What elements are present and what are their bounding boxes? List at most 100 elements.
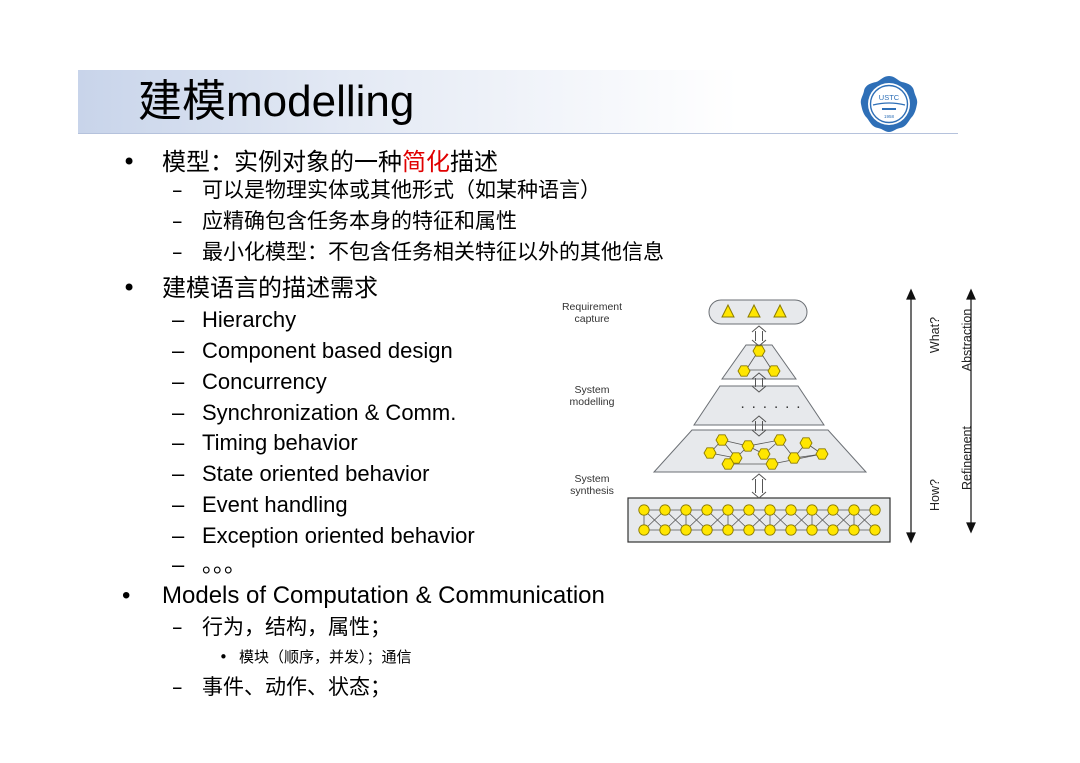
bullet-3: • Models of Computation & Communication [122, 581, 605, 611]
synthesis-node [743, 524, 755, 536]
dash-marker: – [172, 461, 185, 486]
synthesis-node [764, 524, 776, 536]
sub-item-text: Component based design [202, 338, 453, 363]
dash-marker: – [172, 209, 183, 233]
bullet-marker: • [219, 648, 228, 666]
synthesis-node [659, 504, 671, 516]
sub-item-text: 事件、动作、状态； [202, 675, 391, 699]
node [757, 448, 771, 460]
node [799, 437, 813, 449]
bullet-1-text-start: 模型：实例对象的一种 [162, 148, 402, 176]
sub-item: –Synchronization & Comm. [172, 399, 456, 427]
sub-item: –Component based design [172, 337, 453, 365]
node [741, 440, 755, 452]
node [787, 452, 801, 464]
sub-item: –State oriented behavior [172, 460, 430, 488]
synthesis-node [680, 524, 692, 536]
logo-ustc-text: USTC [879, 93, 900, 102]
sub-sub-item-text: 模块（顺序，并发）；通信 [239, 648, 412, 666]
sub-item-text: State oriented behavior [202, 461, 430, 486]
synthesis-node [680, 504, 692, 516]
title-rule [78, 133, 958, 134]
bullet-1-text-end: 描述 [450, 148, 498, 176]
synthesis-node [764, 504, 776, 516]
synthesis-node [827, 524, 839, 536]
sub-item: –最小化模型：不包含任务相关特征以外的其他信息 [172, 239, 664, 266]
dash-marker: – [172, 523, 185, 548]
sub-item: –行为，结构，属性； [172, 614, 391, 641]
synthesis-node [806, 524, 818, 536]
dash-marker: – [172, 430, 185, 455]
synthesis-node [638, 524, 650, 536]
node [703, 447, 717, 459]
bullet-marker: • [122, 582, 131, 609]
sub-item-text: Event handling [202, 492, 348, 517]
synthesis-node [806, 504, 818, 516]
arrow-bottom-synthesis [751, 473, 767, 499]
modelling-pyramid-diagram: Requirement capture System modelling Sys… [560, 288, 980, 550]
label-how: How? [928, 479, 942, 511]
pyramid-middle [693, 385, 825, 426]
dash-marker: – [172, 307, 185, 332]
sub-item: –应精确包含任务本身的特征和属性 [172, 208, 517, 235]
synthesis-node [869, 504, 881, 516]
requirement-triangle [773, 303, 787, 318]
sub-item: –Event handling [172, 491, 348, 519]
node [752, 345, 766, 357]
bullet-2-text: 建模语言的描述需求 [162, 274, 378, 302]
synthesis-node [638, 504, 650, 516]
sub-item-text: 行为，结构，属性； [202, 615, 391, 639]
sub-item: –。。。 [172, 551, 246, 579]
synthesis-node [659, 524, 671, 536]
title-chinese: 建模 [138, 76, 226, 127]
bullet-marker: • [122, 274, 137, 302]
synthesis-node [827, 504, 839, 516]
node [715, 434, 729, 446]
dash-marker: – [172, 492, 185, 517]
bullet-2: • 建模语言的描述需求 [122, 273, 378, 303]
dash-marker: – [172, 369, 185, 394]
slide-title: 建模modelling [138, 72, 414, 132]
sub-item: –可以是物理实体或其他形式（如某种语言） [172, 177, 601, 204]
node [729, 452, 743, 464]
synthesis-node [869, 524, 881, 536]
dash-marker: – [172, 615, 183, 639]
side-arrows [906, 288, 976, 544]
sub-item: –Exception oriented behavior [172, 522, 475, 550]
synthesis-node [701, 504, 713, 516]
dash-marker: – [172, 240, 183, 264]
node [767, 365, 781, 377]
dash-marker: – [172, 400, 185, 425]
synthesis-node [785, 504, 797, 516]
logo-year-text: 1958 [884, 114, 895, 119]
dash-marker: – [172, 338, 185, 363]
title-english: modelling [226, 77, 415, 126]
arrow-top-middle [751, 372, 767, 393]
bullet-3-text: Models of Computation & Communication [162, 582, 605, 609]
bullet-1-highlight: 简化 [402, 148, 450, 176]
sub-item-text: 可以是物理实体或其他形式（如某种语言） [202, 178, 601, 202]
sub-item-text: 应精确包含任务本身的特征和属性 [202, 209, 517, 233]
synthesis-node [743, 504, 755, 516]
node [721, 458, 735, 470]
arrow-req-top [751, 325, 767, 347]
synthesis-node [848, 524, 860, 536]
label-abstraction: Abstraction [960, 308, 974, 372]
node [773, 434, 787, 446]
sub-sub-item: • 模块（顺序，并发）；通信 [219, 647, 412, 667]
dash-marker: – [172, 178, 183, 202]
sub-item: –Hierarchy [172, 306, 296, 334]
dots-ellipsis: · · · · · · [740, 398, 802, 415]
label-refinement: Refinement [960, 426, 974, 490]
sub-item-text: 。。。 [202, 552, 247, 577]
sub-item-text: Concurrency [202, 369, 327, 394]
sub-item: –Concurrency [172, 368, 327, 396]
dash-marker: – [172, 675, 183, 699]
requirement-triangle [721, 303, 735, 318]
sub-item: –Timing behavior [172, 429, 358, 457]
ustc-logo: USTC 1958 [860, 76, 918, 132]
label-system-synthesis: System synthesis [570, 473, 614, 497]
synthesis-node [848, 504, 860, 516]
requirement-triangle [747, 303, 761, 318]
sub-item-text: Exception oriented behavior [202, 523, 475, 548]
